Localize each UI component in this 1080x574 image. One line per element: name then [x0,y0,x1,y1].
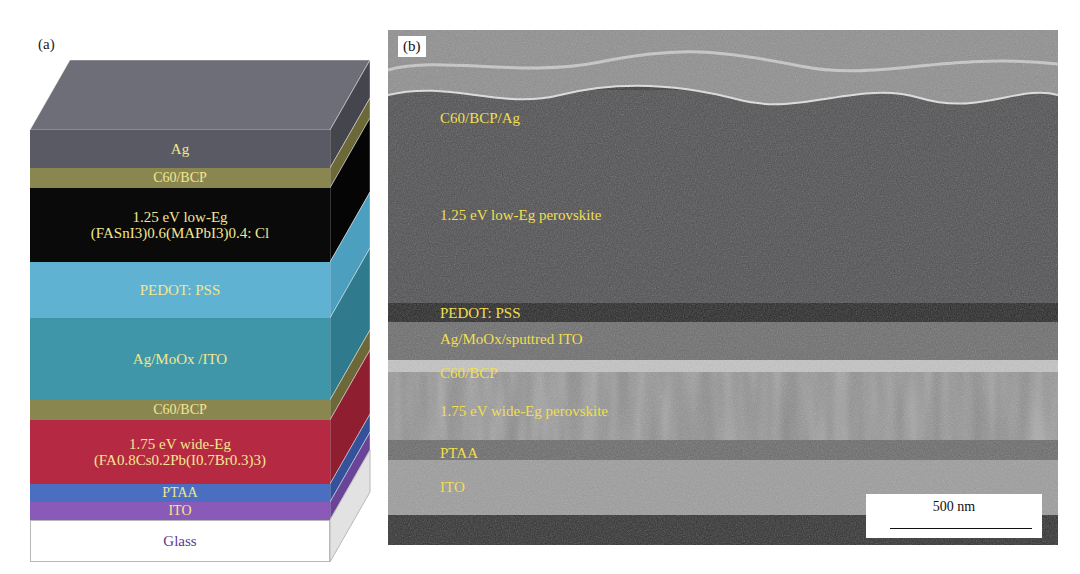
layer-callout: PTAA [440,445,478,462]
top-face [30,60,370,130]
sem-ground [388,30,1058,545]
layer-band: ITO [30,502,330,520]
layer-callout: C60/BCP [440,365,498,382]
layer-label: Ag [171,141,189,158]
layer-label: 500 nm [933,499,975,514]
layer-label: 1.75 eV wide-Eg [129,436,231,453]
layer-callout: PEDOT: PSS [440,305,521,322]
layer-band: C60/BCP [30,400,330,420]
scale-bar-line [890,528,1032,530]
layer-stack-3d [30,60,370,562]
layer-callout: Ag/MoOx/sputtred ITO [440,331,583,348]
layer-band: C60/BCP [30,168,330,188]
layer-band: PTAA [30,484,330,502]
layer-label: PTAA [162,485,197,500]
layer-callout: C60/BCP/Ag [440,110,520,127]
layer-band: 1.75 eV wide-Eg(FA0.8Cs0.2Pb(I0.7Br0.3)3… [30,420,330,484]
noise-texture [388,30,1058,545]
layer-label: PEDOT: PSS [140,282,221,299]
layer-band: Ag/MoOx /ITO [30,318,330,400]
layer-callout: 1.75 eV wide-Eg perovskite [440,403,608,420]
layer-callout: 1.25 eV low-Eg perovskite [440,207,601,224]
layer-band: PEDOT: PSS [30,262,330,318]
layer-label: ITO [168,503,191,518]
layer-label: 1.25 eV low-Eg [132,209,227,226]
layer-band: Ag [30,130,330,168]
scale-bar-box: 500 nm [866,494,1042,538]
panel-letter: (a) [38,36,55,53]
sem-image [388,30,1058,545]
layer-label: C60/BCP [153,402,207,417]
layer-label: Ag/MoOx /ITO [133,351,227,368]
side-face [330,450,370,562]
layer-label: (FA0.8Cs0.2Pb(I0.7Br0.3)3) [94,452,266,469]
layer-band: Glass [30,520,330,562]
layer-label: (FASnI3)0.6(MAPbI3)0.4: Cl [91,225,269,242]
layer-label: Glass [163,533,196,550]
panel-letter: (b) [398,36,426,57]
layer-band: 1.25 eV low-Eg(FASnI3)0.6(MAPbI3)0.4: Cl [30,188,330,262]
layer-callout: ITO [440,479,465,496]
layer-label: C60/BCP [153,170,207,185]
